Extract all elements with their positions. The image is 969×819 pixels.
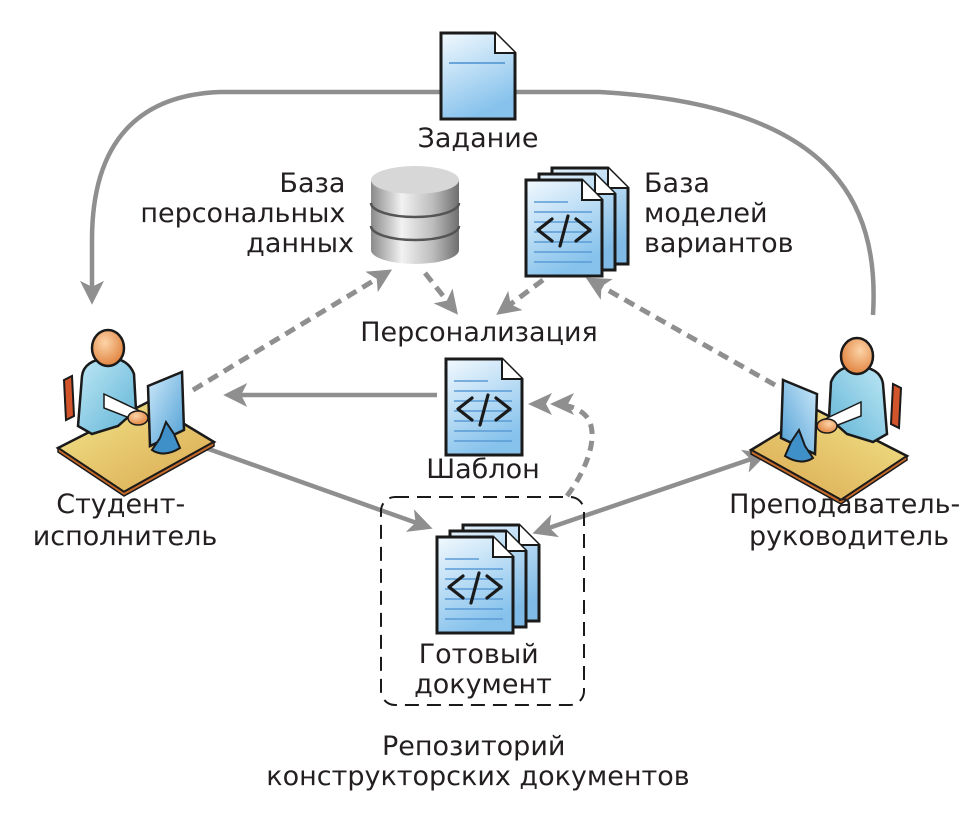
user-at-computer-icon — [56, 328, 216, 498]
student-node[interactable]: Студент- исполнитель — [33, 328, 218, 552]
personal-db-label: База персональных данных — [140, 168, 354, 259]
personalization-label: Персонализация — [360, 317, 598, 348]
template-node[interactable]: Шаблон — [426, 357, 540, 485]
edge-student-personal-db — [191, 269, 393, 393]
double-arrowhead-icon — [528, 393, 574, 415]
edge-teacher-task-student — [80, 89, 876, 316]
edge-student-finished-doc — [202, 444, 433, 532]
repository-box[interactable] — [380, 496, 585, 706]
template-label: Шаблон — [426, 454, 540, 485]
task-node[interactable]: Задание — [418, 31, 539, 154]
edge-personal-db-personalization — [423, 271, 458, 315]
edge-variant-db-personalization — [496, 277, 545, 315]
document-icon — [439, 31, 517, 121]
edge-repository-template — [559, 402, 595, 498]
edge-teacher-variant-db — [585, 277, 777, 388]
user-at-computer-icon — [749, 336, 909, 506]
repository-label: Репозиторий конструкторских документов — [266, 731, 689, 792]
variant-models-db-node[interactable]: База моделей вариантов — [526, 168, 794, 276]
personal-db-node[interactable]: База персональных данных — [140, 166, 461, 264]
teacher-label: Преподаватель- руководитель — [729, 489, 969, 552]
student-label: Студент- исполнитель — [33, 489, 218, 552]
teacher-node[interactable]: Преподаватель- руководитель — [729, 336, 969, 552]
database-icon — [369, 166, 461, 264]
task-label: Задание — [418, 123, 539, 154]
code-document-icon — [444, 357, 524, 457]
code-documents-stack-icon — [437, 525, 539, 633]
finished-doc-node[interactable]: Готовый документ — [414, 525, 552, 700]
finished-doc-label: Готовый документ — [414, 639, 552, 700]
code-documents-stack-icon — [526, 168, 628, 276]
edge-finished-doc-teacher — [532, 449, 768, 538]
variant-models-db-label: База моделей вариантов — [644, 168, 794, 259]
